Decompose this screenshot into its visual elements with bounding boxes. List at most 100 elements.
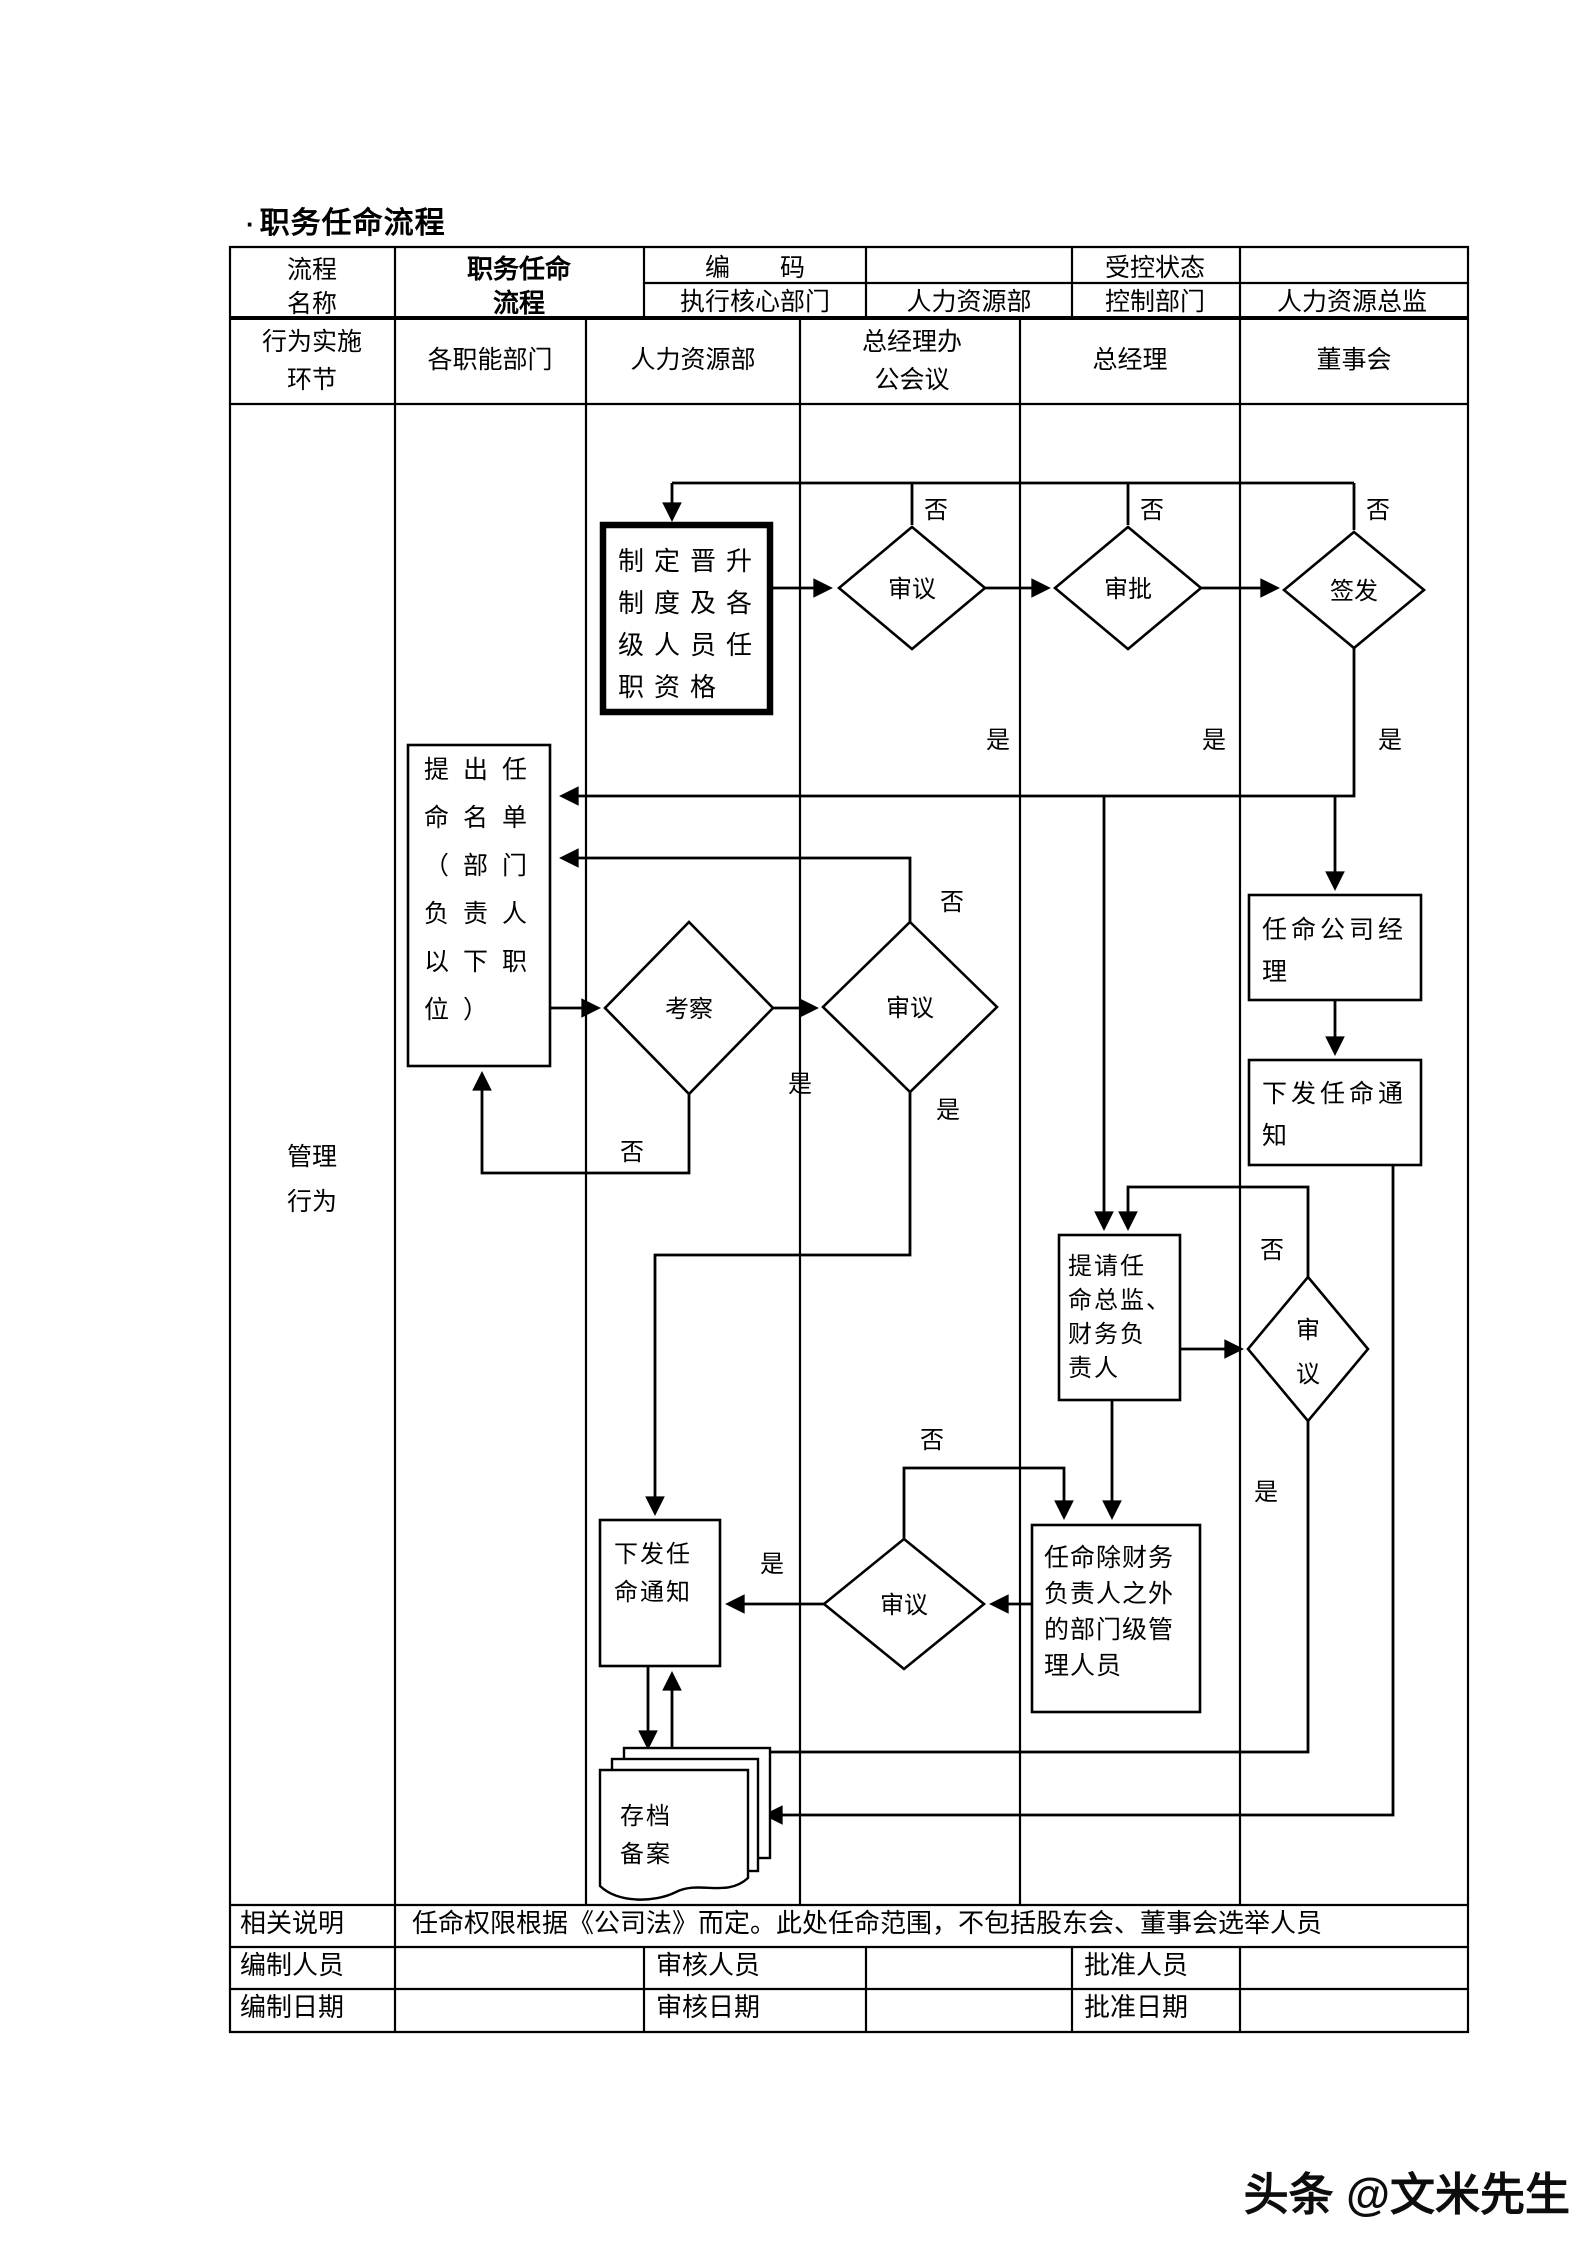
propose-line5: 以下职 [424,949,541,976]
propose-line4: 负责人 [424,900,541,928]
propose-line3: （部门 [424,852,541,880]
node-make-system [599,521,774,716]
edge-review2-yes-to-notice-left [645,1092,912,1516]
appoint-dept-line1: 任命除财务 [1044,1544,1174,1572]
no-label-review3: 否 [920,1428,944,1454]
node-notice-right [1247,1058,1423,1167]
remark-label: 相关说明 [240,1909,344,1938]
notice-left-line1: 下发任 [614,1541,692,1568]
node-request-appoint [1057,1233,1182,1402]
edge-review3-no-loop [902,1466,1074,1539]
watermark: 头条 @文米先生 [1243,2169,1570,2220]
node-inspect-diamond [603,920,775,1096]
process-name-label-line1: 流程 [287,256,337,284]
table-footer-text: 相关说明 任命权限根据《公司法》而定。此处任命范围，不包括股东会、董事会选举人员… [240,1909,1322,2022]
make-system-line1: 制定晋升 [618,547,762,576]
notice-right-line2: 知 [1262,1122,1291,1150]
approve-label: 审批 [1104,576,1152,603]
notice-left-line2: 命通知 [614,1579,692,1606]
review3-label: 审议 [880,1592,928,1619]
edge-review4-no-loop [1118,1185,1310,1277]
lane-row-label-line1: 行为实施 [262,328,362,356]
yes-label-review1: 是 [986,728,1010,754]
propose-line2: 命名单 [424,804,541,832]
propose-line6: 位） [424,996,502,1024]
node-propose-list [406,743,552,1068]
lane-board: 董事会 [1316,346,1391,374]
node-sign-diamond [1281,530,1427,650]
appoint-dept-line2: 负责人之外 [1044,1580,1174,1608]
appoint-mgr-line2: 理 [1262,959,1291,986]
archive-line1: 存档 [620,1803,672,1830]
flow-row-label-line1: 管理 [287,1143,337,1171]
process-name-value-line2: 流程 [493,289,545,318]
yes-label-review3: 是 [760,1552,784,1578]
yes-label-review4: 是 [1254,1480,1278,1506]
yes-label-review2: 是 [936,1098,960,1124]
edge-sign-yes-to-propose [559,648,1356,806]
node-review3-diamond [821,1537,987,1671]
sign-label: 签发 [1330,578,1378,605]
flow-row-label-line2: 行为 [287,1188,337,1216]
exec-dept-value: 人力资源部 [906,288,1031,316]
node-review1-diamond [836,525,988,651]
lane-general-manager: 总经理 [1092,346,1167,374]
no-label-sign: 否 [1366,498,1390,524]
controlled-state-label: 受控状态 [1105,254,1205,282]
appoint-dept-line4: 理人员 [1044,1653,1122,1680]
no-label-review1: 否 [924,498,948,524]
node-review2-diamond [821,920,999,1094]
make-date-label: 编制日期 [240,1993,344,2022]
request-line1: 提请任 [1068,1253,1146,1280]
edge-review4-yes-to-notice-left [662,1421,1310,1754]
edge-inspect-no-loop [472,1071,691,1175]
lane-functional-depts: 各职能部门 [427,346,552,374]
no-label-review4: 否 [1260,1238,1284,1264]
node-approve-diamond [1052,525,1204,651]
edge-notice-right-to-archive [763,1165,1395,1825]
notice-right-line1: 下发任命通 [1262,1080,1407,1108]
exec-dept-label: 执行核心部门 [680,288,830,316]
yes-label-inspect: 是 [788,1072,812,1098]
appoint-mgr-line1: 任命公司经 [1262,916,1407,944]
appoint-dept-line3: 的部门级管 [1044,1616,1174,1644]
make-system-line3: 级人员任 [618,631,762,660]
reviewer-label: 审核人员 [656,1951,760,1980]
process-name-label-line2: 名称 [287,290,337,318]
review4-label-line1: 审 [1296,1317,1320,1344]
make-system-line4: 职资格 [618,673,726,702]
table-grid [228,245,1470,2034]
lane-gm-office-line2: 公会议 [874,366,949,394]
no-label-approve: 否 [1140,498,1164,524]
page-title-text: 职务任命流程 [259,207,446,240]
yes-label-approve: 是 [1202,728,1226,754]
lane-hr-dept: 人力资源部 [630,346,755,374]
node-notice-left [598,1518,722,1668]
review1-label: 审议 [888,576,936,603]
request-line3: 财务负 [1068,1321,1146,1348]
review2-label: 审议 [886,995,934,1022]
control-dept-label: 控制部门 [1105,288,1205,316]
lane-gm-office-line1: 总经理办 [862,328,962,356]
archive-line2: 备案 [620,1841,672,1868]
control-dept-value: 人力资源总监 [1277,288,1427,316]
remark-text: 任命权限根据《公司法》而定。此处任命范围，不包括股东会、董事会选举人员 [412,1909,1322,1938]
maker-label: 编制人员 [240,1951,344,1980]
request-line4: 责人 [1068,1355,1120,1382]
no-label-inspect: 否 [620,1140,644,1166]
yes-label-sign: 是 [1378,728,1402,754]
edge-review2-no-loop [559,848,912,922]
code-label: 编 码 [705,254,805,282]
review4-label-line2: 议 [1296,1362,1320,1388]
node-archive-document [598,1746,772,1901]
no-label-review2: 否 [940,890,964,916]
node-review4-diamond [1246,1274,1370,1424]
bullet-icon: · [246,209,256,239]
make-system-line2: 制度及各 [618,589,762,618]
approver-label: 批准人员 [1084,1951,1188,1980]
flow-connectors [472,481,1395,1825]
table-header-text: 流程 名称 职务任命 流程 编 码 受控状态 执行核心部门 人力资源部 控制部门… [262,254,1427,1216]
propose-line1: 提出任 [424,756,541,784]
